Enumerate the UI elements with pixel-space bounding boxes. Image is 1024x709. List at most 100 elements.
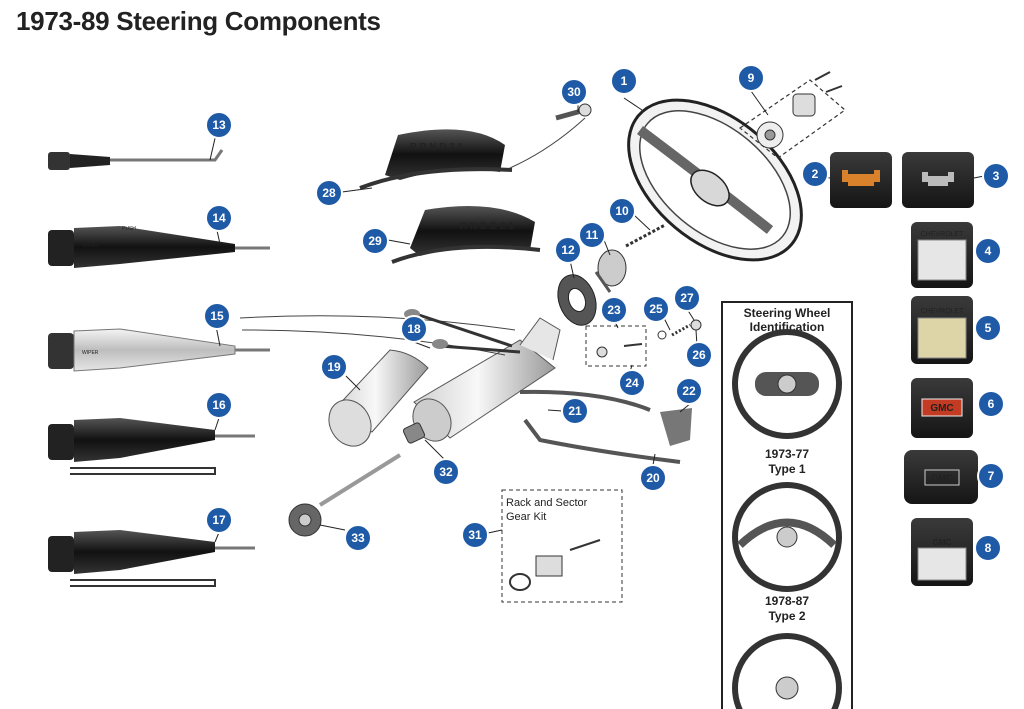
callout-10: 10 [608,197,636,225]
horn-cap-6: GMC [911,378,973,438]
svg-text:4: 4 [985,244,992,258]
horn-cap-2 [830,152,892,208]
svg-text:28: 28 [322,186,336,200]
callout-25: 25 [642,295,670,323]
gear-kit-31: Rack and Sector Gear Kit [501,489,623,603]
gear-kit-label-2: Gear Kit [506,511,546,523]
svg-text:5: 5 [985,321,992,335]
svg-text:25: 25 [649,302,663,316]
id-heading-2: Identification [750,320,825,334]
indicator-28-text: P R N D 2 1 [410,142,464,153]
horn-cap-5: CHEVROLET [911,296,973,364]
callout-31: 31 [461,521,489,549]
retainer-32 [402,422,426,444]
callout-12: 12 [554,236,582,264]
callout-4: 4 [974,237,1002,265]
wheel-type-2 [732,482,842,592]
svg-text:2: 2 [812,167,819,181]
callout-32: 32 [432,458,460,486]
svg-text:33: 33 [351,531,365,545]
svg-text:27: 27 [680,291,694,305]
shift-indicator-29: R N D D 2 1 [391,206,541,264]
svg-text:12: 12 [561,243,575,257]
callout-1: 1 [610,67,638,95]
callout-26: 26 [685,341,713,369]
cap-4-label: CHEVROLET [921,231,965,238]
svg-text:21: 21 [568,404,582,418]
cap-7-label: GMC [932,473,953,483]
wheel-type-1 [732,329,842,439]
svg-text:14: 14 [212,211,226,225]
callout-14: 14 [205,204,233,232]
shift-rods [519,389,692,464]
svg-text:32: 32 [439,465,453,479]
svg-text:8: 8 [985,541,992,555]
svg-text:29: 29 [368,234,382,248]
stalk-16 [48,418,255,475]
callout-9: 9 [737,64,765,92]
svg-text:6: 6 [988,397,995,411]
svg-text:26: 26 [692,348,706,362]
svg-text:16: 16 [212,398,226,412]
pin-23-24 [585,325,647,367]
horn-cap-3 [902,152,974,208]
callout-21: 21 [561,397,589,425]
type-2-years: 1978-87 [765,594,809,608]
shift-indicator-28: P R N D 2 1 [359,129,513,190]
callout-3: 3 [982,162,1010,190]
horn-cap-4: CHEVROLET [911,222,973,288]
steering-wheel-id-panel: Steering Wheel Identification 1973-77 Ty… [721,301,853,709]
svg-text:15: 15 [210,309,224,323]
type-1-label: Type 1 [768,462,805,476]
callout-19: 19 [320,353,348,381]
svg-text:20: 20 [646,471,660,485]
svg-text:17: 17 [212,513,226,527]
callout-18: 18 [400,315,428,343]
bearing-12 [557,274,597,326]
callout-16: 16 [205,391,233,419]
svg-text:3: 3 [993,169,1000,183]
svg-text:13: 13 [212,118,226,132]
callout-24: 24 [618,369,646,397]
horn-cap-8: GMC [911,518,973,586]
callout-6: 6 [977,390,1005,418]
cap-8-label: GMC [933,538,952,547]
callout-8: 8 [974,534,1002,562]
page-title: 1973-89 Steering Components [16,6,381,36]
callout-5: 5 [974,314,1002,342]
stalk-14-push: PUSH [122,226,136,232]
screw-30 [509,103,592,169]
callout-7: 7 [977,462,1005,490]
callout-17: 17 [205,506,233,534]
callout-22: 22 [675,377,703,405]
id-heading-1: Steering Wheel [744,306,831,320]
wheel-type-3 [732,633,842,709]
callout-2: 2 [801,160,829,188]
svg-text:18: 18 [407,322,421,336]
horn-button-parts [738,71,846,159]
stalk-13 [48,149,224,170]
callout-23: 23 [600,296,628,324]
callout-33: 33 [344,524,372,552]
stalk-17 [48,530,255,587]
svg-text:11: 11 [586,228,599,242]
callout-29: 29 [361,227,389,255]
svg-text:22: 22 [682,384,696,398]
cap-5-label: CHEVROLET [921,308,965,315]
callout-15: 15 [203,302,231,330]
stalk-14: WIPER PUSH [48,226,270,268]
type-1-years: 1973-77 [765,447,809,461]
svg-text:19: 19 [327,360,341,374]
stalk-14-wiper: WIPER [82,243,99,249]
stalk-15-wiper: WIPER [82,350,99,356]
svg-text:9: 9 [748,71,755,85]
cap-6-label: GMC [930,403,953,414]
small-parts-25-27 [657,319,702,340]
callout-20: 20 [639,464,667,492]
column-cover-19 [328,349,429,447]
cam-11 [594,249,627,293]
indicator-29-text: R N D D 2 1 [460,221,514,232]
gear-kit-label-1: Rack and Sector [506,497,588,509]
horn-cap-7: GMC [904,450,978,504]
